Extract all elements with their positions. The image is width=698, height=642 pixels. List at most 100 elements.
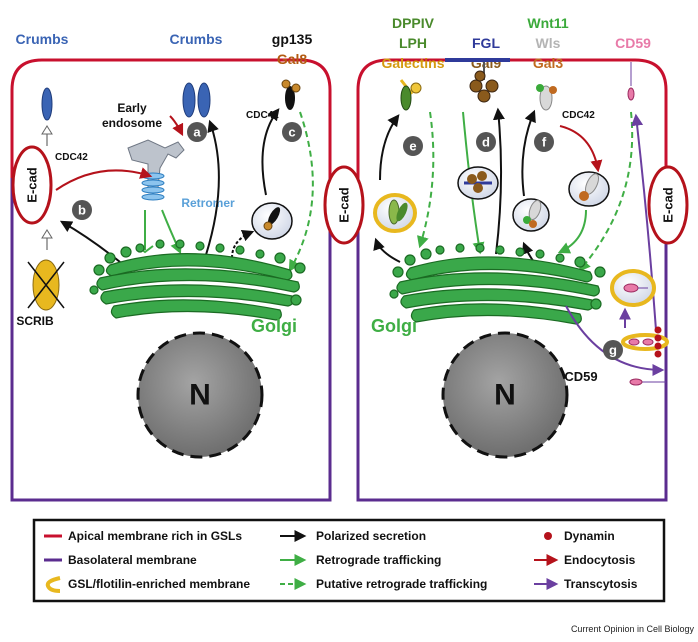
- nucleus-label: N: [189, 379, 211, 412]
- arrow-secretion-dppiv: [379, 114, 400, 181]
- arrow-secretion-to-vesicle: [231, 229, 255, 259]
- step-g-marker: [603, 340, 623, 360]
- crumbs-protein-left: [41, 87, 53, 121]
- golgi-left: [89, 239, 306, 321]
- lph-label: LPH: [399, 35, 427, 51]
- left-cell: [10, 58, 332, 502]
- step-f-label: f: [542, 135, 547, 150]
- ecad-label: E-cad: [337, 187, 352, 222]
- nucleus-left: N: [136, 331, 264, 459]
- legend-endocytosis-label: Endocytosis: [564, 553, 636, 567]
- early-endosome-label-2: endosome: [102, 116, 162, 130]
- arrow-transcytosis-to-apical: [631, 113, 657, 331]
- arrow-secretion-fgl: [492, 107, 505, 255]
- golgi-label-left: Golgi: [251, 316, 297, 336]
- legend-item-polarized-secretion: Polarized secretion: [280, 529, 426, 543]
- wnt11-complex: [536, 84, 557, 111]
- crumbs-label-mid: Crumbs: [170, 31, 223, 47]
- arrow-endocytosis-crumbs: [169, 115, 184, 137]
- golgi-label-right: Golgi: [371, 316, 417, 336]
- step-e-label: e: [409, 139, 416, 154]
- step-d-marker: [476, 132, 496, 152]
- gp135-gal8-complex: [281, 79, 301, 110]
- step-a-marker: [187, 122, 207, 142]
- wnt11-label: Wnt11: [527, 15, 568, 31]
- ecad-label: E-cad: [661, 187, 676, 222]
- retromer-coat: [141, 172, 165, 201]
- cdc42-up-arrow-head: [41, 125, 53, 135]
- footer-credit: Current Opinion in Cell Biology: [571, 624, 695, 634]
- galectins-label: Galectins: [381, 55, 444, 71]
- retromer-label: Retromer: [181, 196, 235, 210]
- cd59-protein-top: [627, 62, 635, 101]
- legend-item-basolateral: Basolateral membrane: [44, 553, 197, 567]
- arrow-putative-retrograde-left: [288, 111, 314, 273]
- arrow-putative-retrograde-cd59: [578, 111, 634, 272]
- early-endosome-label: Early: [117, 101, 147, 115]
- crumbs-protein-mid-2: [197, 82, 211, 118]
- legend-item-gsl-flotilin: GSL/flotilin-enriched membrane: [45, 576, 250, 593]
- legend-transcytosis-label: Transcytosis: [564, 577, 638, 591]
- ecad-junction-left: E-cad: [11, 145, 53, 225]
- step-f-marker: [534, 132, 554, 152]
- cd59-gsl-vesicle: [610, 269, 656, 307]
- arrow-secretion-wnt11: [521, 109, 536, 197]
- arrow-retrograde-retromer-2: [161, 209, 182, 255]
- scrib-up-arrow-head: [41, 229, 53, 239]
- cdc42-label-right: CDC42: [562, 110, 595, 121]
- legend-item-retrograde: Retrograde trafficking: [280, 553, 441, 567]
- legend-item-apical: Apical membrane rich in GSLs: [44, 529, 242, 543]
- arrow-endocytosis-ecad: [55, 167, 153, 191]
- legend-item-dynamin: Dynamin: [544, 529, 615, 543]
- left-cell-apical-membrane: [10, 58, 332, 178]
- cd59-label-top: CD59: [615, 35, 651, 51]
- legend-box: Apical membrane rich in GSLs Basolateral…: [32, 518, 666, 603]
- left-cell-basolateral-membrane: [10, 178, 332, 502]
- gp135-label: gp135: [272, 31, 313, 47]
- legend-polarized-label: Polarized secretion: [316, 529, 426, 543]
- wls-label: Wls: [536, 35, 561, 51]
- gp135-vesicle: [251, 202, 293, 240]
- arrow-putative-retrograde-dppiv: [417, 111, 435, 249]
- arrow-retrograde-wnt11: [557, 209, 587, 254]
- gal9-vesicle: [457, 166, 499, 200]
- crumbs-protein-mid-1: [182, 82, 196, 118]
- step-b-marker: [72, 200, 92, 220]
- step-b-label: b: [78, 203, 86, 218]
- gal3-label: Gal3: [533, 55, 564, 71]
- ecad-junction-center: E-cad: [323, 165, 365, 245]
- step-a-label: a: [193, 125, 201, 140]
- legend-item-putative-retrograde: Putative retrograde trafficking: [280, 577, 487, 591]
- ecad-label: E-cad: [25, 167, 40, 202]
- step-g-label: g: [609, 343, 617, 358]
- gsl-vesicle-right: [373, 193, 417, 233]
- step-d-label: d: [482, 135, 490, 150]
- arrow-endocytosis-wnt11: [559, 125, 603, 173]
- right-cell-apical-membrane: [356, 58, 668, 178]
- crumbs-label-left: Crumbs: [16, 31, 69, 47]
- legend-item-endocytosis: Endocytosis: [534, 553, 636, 567]
- cdc42-label-left: CDC42: [55, 152, 88, 163]
- gal9-label: Gal9: [471, 55, 502, 71]
- wnt11-vesicle-1: [512, 198, 550, 232]
- arrow-secretion-crumbs: [204, 119, 220, 259]
- cd59-protein-basolateral: [629, 378, 666, 386]
- wnt11-vesicle-2: [568, 171, 610, 207]
- legend-basolateral-label: Basolateral membrane: [68, 553, 197, 567]
- arrow-secretion-gsl-vesicle: [373, 237, 401, 263]
- dppiv-label: DPPIV: [392, 15, 435, 31]
- scrib-label: SCRIB: [16, 314, 54, 328]
- dynamin-ring: [654, 326, 662, 358]
- cdc42-label-mid: CDC42: [246, 110, 279, 121]
- nucleus-right: N: [441, 331, 569, 459]
- legend-gsl-flotilin-label: GSL/flotilin-enriched membrane: [68, 577, 250, 591]
- step-c-marker: [282, 122, 302, 142]
- cd59-label-bottom: CD59: [564, 369, 597, 384]
- arrow-secretion-gp135: [261, 108, 280, 196]
- fgl-label: FGL: [472, 35, 500, 51]
- early-endosome-shape: [127, 139, 185, 189]
- step-c-label: c: [288, 125, 295, 140]
- legend-dynamin-label: Dynamin: [564, 529, 615, 543]
- legend-putative-label: Putative retrograde trafficking: [316, 577, 487, 591]
